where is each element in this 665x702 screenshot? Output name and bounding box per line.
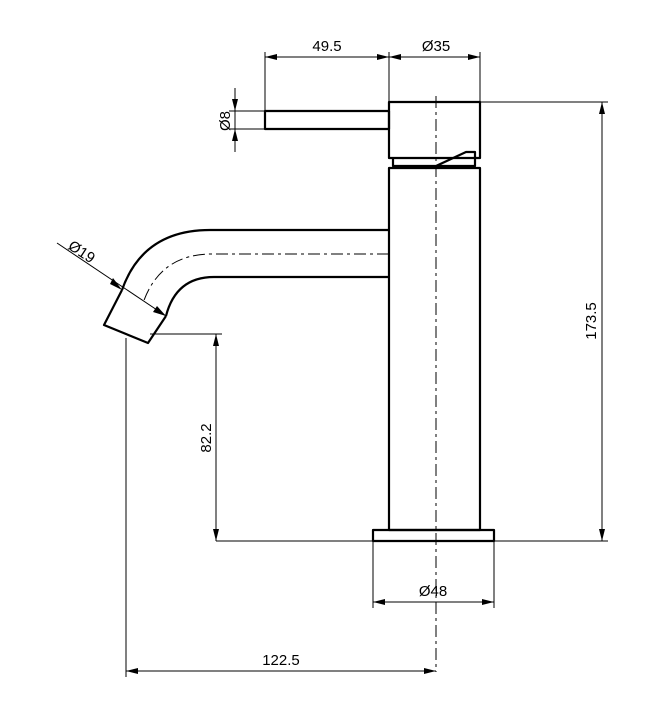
faucet-base (371, 528, 496, 543)
spout-centerline (142, 253, 389, 304)
handle-taper (391, 150, 477, 168)
faucet-outline (102, 100, 496, 543)
dim-top: 49.5 Ø35 (264, 38, 481, 111)
spout-tip (102, 289, 167, 345)
spout-outer (120, 228, 389, 291)
dim-base-diameter: Ø48 (372, 541, 495, 608)
base-diameter-label: Ø48 (419, 583, 447, 600)
dim-lever-diameter: Ø8 (217, 88, 265, 152)
total-height-label: 173.5 (583, 302, 600, 340)
center-lines (142, 96, 437, 672)
spout-height-label: 82.2 (198, 423, 215, 452)
spout-diameter-label: Ø19 (65, 237, 98, 267)
lever (263, 109, 391, 131)
lever-length-label: 49.5 (312, 38, 341, 55)
spout-inner (164, 275, 389, 317)
faucet-body (387, 166, 482, 532)
body-diameter-label: Ø35 (422, 38, 450, 55)
dim-spout-reach: 122.5 (125, 338, 436, 677)
lever-diameter-label: Ø8 (217, 111, 234, 131)
dim-spout-height: 82.2 (150, 333, 373, 542)
dim-total-height: 173.5 (480, 101, 608, 542)
handle-cap (387, 100, 482, 160)
spout-reach-label: 122.5 (262, 652, 300, 669)
